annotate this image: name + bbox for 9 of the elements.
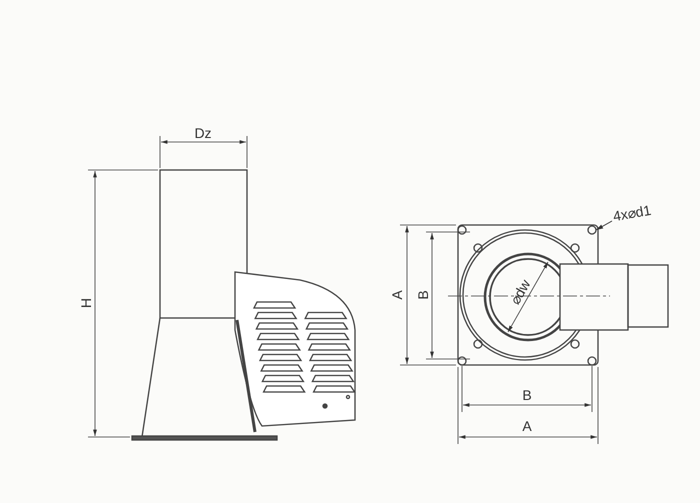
- dimension-label: H: [78, 298, 94, 308]
- mounting-hole: [587, 225, 597, 235]
- dimension-label: Dz: [194, 125, 212, 141]
- dimension-label: B: [522, 387, 532, 403]
- dimension-label: A: [389, 290, 405, 300]
- callout-label: 4x⌀d1: [612, 202, 652, 224]
- dimension-label: A: [522, 418, 532, 434]
- dimension-label: B: [415, 290, 431, 300]
- leader-line: [596, 220, 612, 230]
